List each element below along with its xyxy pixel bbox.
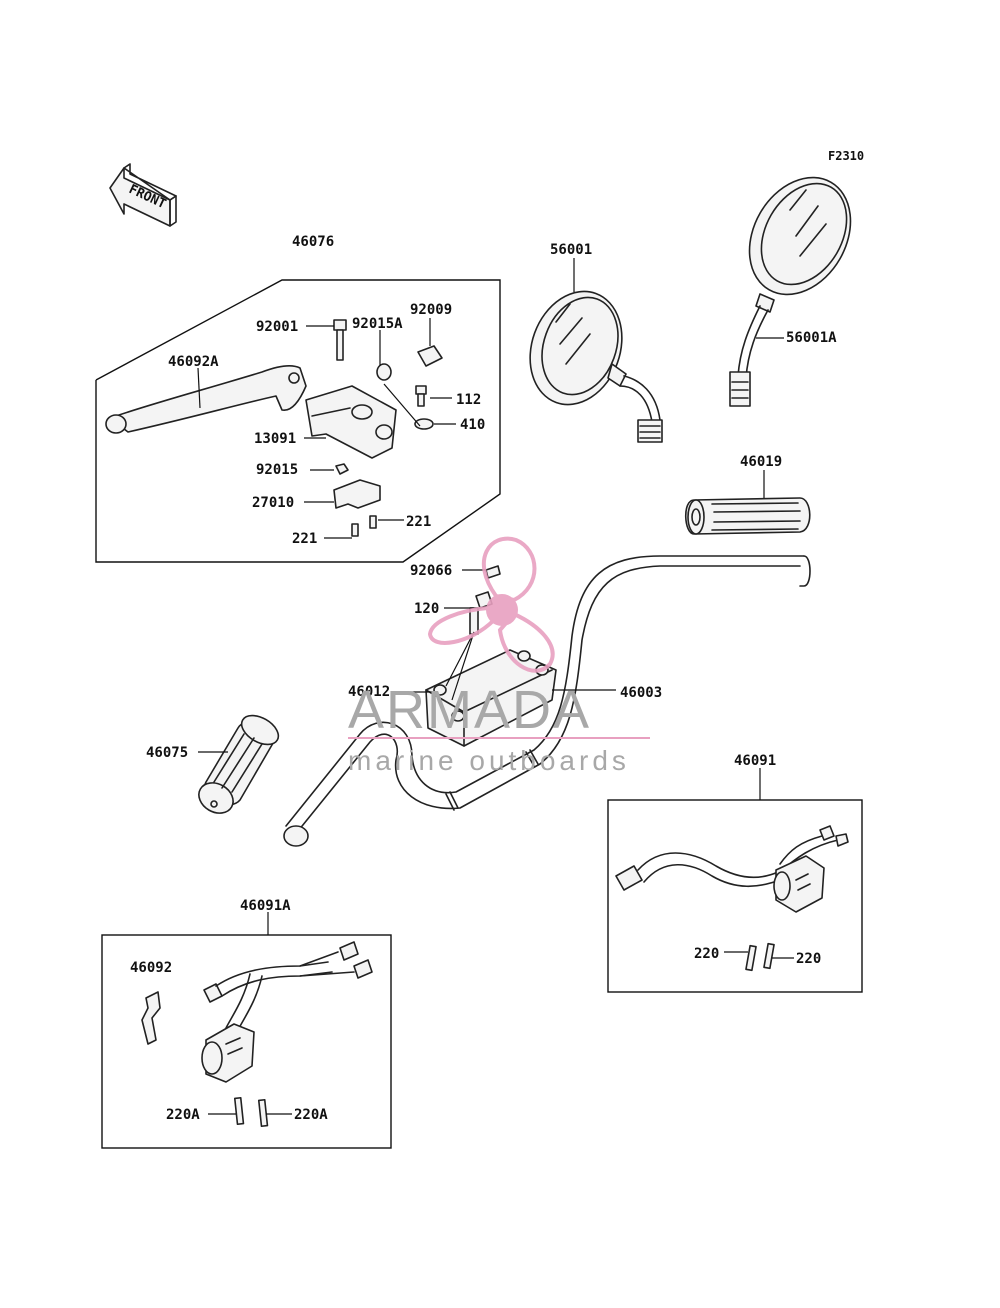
label-92066: 92066 bbox=[410, 563, 452, 579]
front-arrow-icon: FRONT bbox=[109, 163, 177, 227]
label-27010: 27010 bbox=[252, 495, 294, 511]
switch-left-group: 46091A 46092 220A 220A bbox=[101, 898, 392, 1149]
label-92015: 92015 bbox=[256, 462, 298, 478]
label-221-left: 221 bbox=[292, 531, 317, 547]
label-92015A: 92015A bbox=[352, 316, 403, 332]
label-46019: 46019 bbox=[740, 454, 782, 470]
watermark: ARMADA marine outboards bbox=[348, 536, 650, 776]
figure-code: F2310 bbox=[828, 149, 864, 163]
label-56001: 56001 bbox=[550, 242, 592, 258]
grip-left-group: 46075 bbox=[146, 714, 280, 814]
handlebar-group: 92066 120 46012 46003 bbox=[283, 555, 811, 847]
label-112: 112 bbox=[456, 392, 481, 408]
label-46092: 46092 bbox=[130, 960, 172, 976]
label-46091A: 46091A bbox=[240, 898, 291, 914]
label-410: 410 bbox=[460, 417, 485, 433]
switch-right-group: 46091 220 220 bbox=[607, 753, 863, 993]
label-120: 120 bbox=[414, 601, 439, 617]
label-46076: 46076 bbox=[292, 234, 334, 250]
label-46092A: 46092A bbox=[168, 354, 219, 370]
label-220A-right: 220A bbox=[294, 1107, 328, 1123]
label-56001A: 56001A bbox=[786, 330, 837, 346]
mirror-left-group: 56001 bbox=[529, 242, 663, 443]
label-46003: 46003 bbox=[620, 685, 662, 701]
label-221-right: 221 bbox=[406, 514, 431, 530]
grip-right-group: 46019 bbox=[684, 454, 811, 535]
label-220A-left: 220A bbox=[166, 1107, 200, 1123]
lever-assembly-group: 46076 46092A 92001 92015A 92009 112 410 … bbox=[95, 234, 501, 563]
label-46012: 46012 bbox=[348, 684, 390, 700]
watermark-brand: ARMADA bbox=[348, 680, 591, 740]
label-92001: 92001 bbox=[256, 319, 298, 335]
mirror-right-group: 56001A bbox=[729, 176, 852, 407]
label-220-left: 220 bbox=[694, 946, 719, 962]
watermark-tagline: marine outboards bbox=[348, 745, 630, 776]
propeller-logo-icon bbox=[427, 536, 555, 673]
label-13091: 13091 bbox=[254, 431, 296, 447]
label-220-right: 220 bbox=[796, 951, 821, 967]
label-92009: 92009 bbox=[410, 302, 452, 318]
label-46075: 46075 bbox=[146, 745, 188, 761]
label-46091: 46091 bbox=[734, 753, 776, 769]
